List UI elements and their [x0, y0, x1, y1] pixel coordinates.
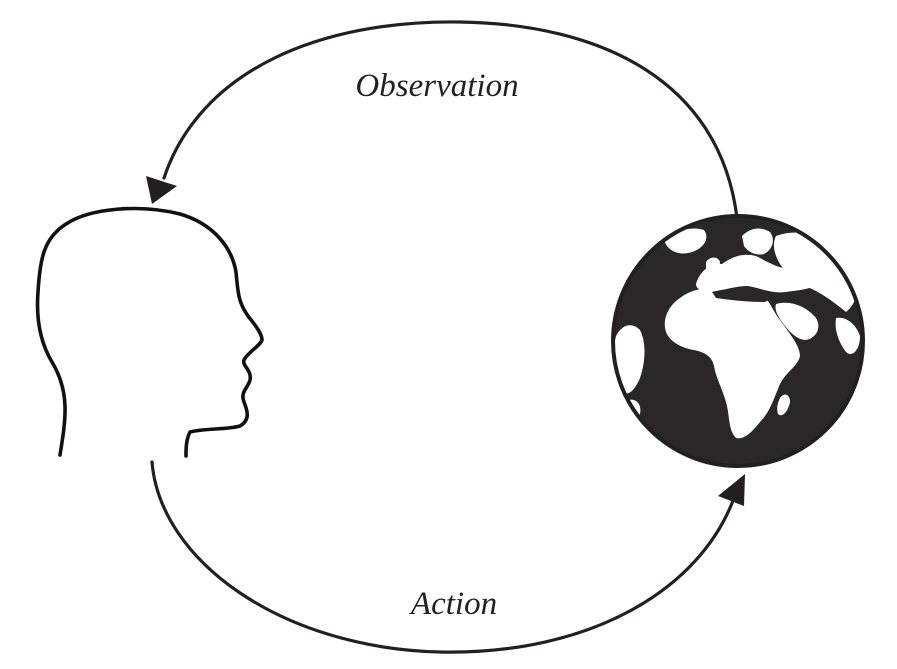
globe-land-asia	[773, 232, 859, 312]
head-outline	[35, 206, 264, 458]
observation-arc	[162, 20, 739, 220]
action-arc	[150, 460, 736, 654]
action-arrowhead	[718, 474, 745, 506]
human-head-profile-icon	[35, 206, 264, 458]
globe-land-british-isles	[706, 257, 720, 272]
action-arrow	[150, 460, 745, 654]
globe-rim	[611, 214, 865, 468]
globe-land-south-america	[613, 325, 645, 394]
globe-land-madagascar	[777, 394, 790, 416]
globe-land-scandinavia	[742, 228, 773, 255]
globe-land-europe	[696, 254, 820, 293]
globe-land-india	[835, 317, 860, 355]
globe-land-arabia	[775, 302, 819, 340]
observation-arrow	[146, 20, 739, 220]
globe-mediterranean	[712, 289, 769, 302]
observation-label: Observation	[355, 68, 518, 104]
action-label: Action	[409, 586, 497, 622]
earth-globe-icon	[611, 214, 865, 468]
observation-arrowhead	[146, 176, 177, 204]
globe-land-africa	[664, 288, 800, 439]
